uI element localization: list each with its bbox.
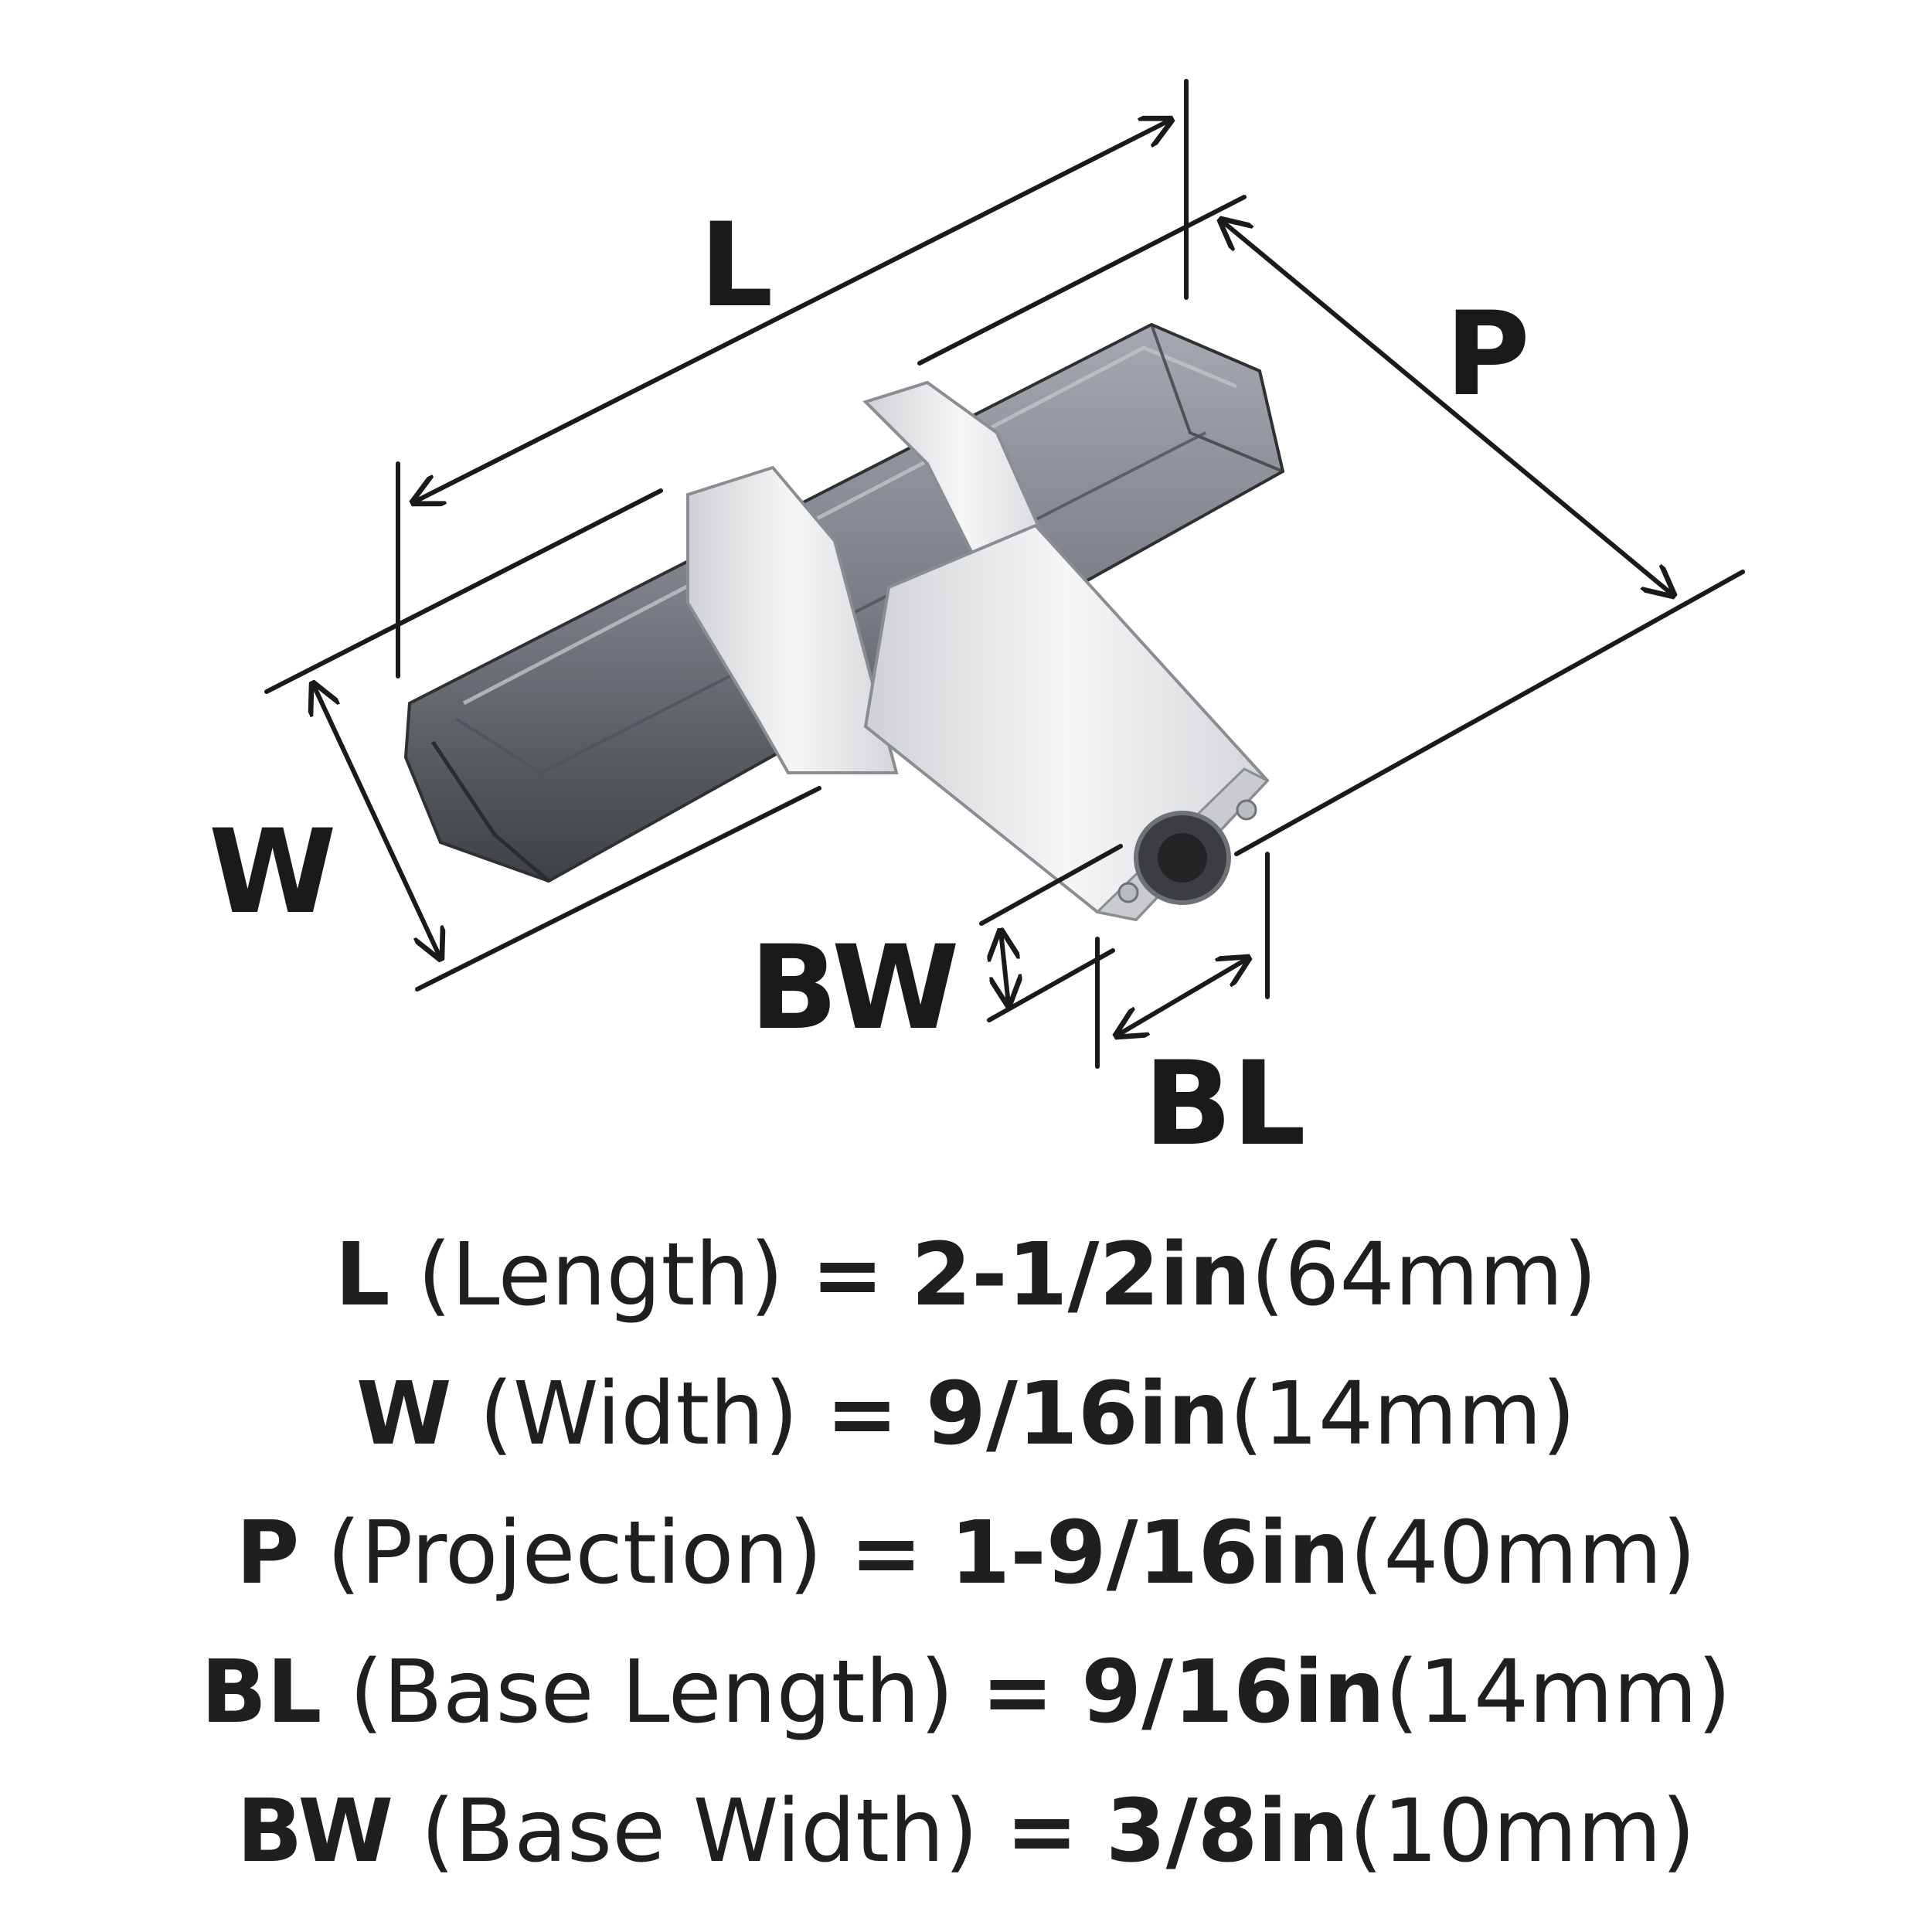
label-W: W [209, 805, 336, 940]
spec-row-length: L (Length) = 2-1/2in(64mm) [0, 1206, 1932, 1345]
spec-name: (Length) [417, 1225, 784, 1325]
spec-row-projection: P (Projection) = 1-9/16in(40mm) [0, 1484, 1932, 1623]
spec-metric: (40mm) [1349, 1503, 1696, 1604]
screw-icon [1117, 882, 1139, 903]
spec-row-base-length: BL (Base Length) = 9/16in(14mm) [0, 1623, 1932, 1762]
spec-metric: (14mm) [1385, 1642, 1732, 1743]
spec-equals: = [811, 1225, 884, 1325]
dimension-spec-list: L (Length) = 2-1/2in(64mm) W (Width) = 9… [0, 1206, 1932, 1901]
label-L: L [699, 199, 774, 333]
spec-equals: = [1005, 1781, 1079, 1882]
spec-value: 2-1/2in [911, 1225, 1251, 1325]
spec-equals: = [981, 1642, 1054, 1743]
spec-code: BL [200, 1642, 322, 1743]
spec-name: (Base Width) [420, 1781, 978, 1882]
spec-metric: (10mm) [1349, 1781, 1696, 1882]
spec-name: (Projection) [327, 1503, 823, 1604]
spec-metric: (14mm) [1229, 1364, 1576, 1464]
spec-name: (Base Length) [349, 1642, 954, 1743]
label-BW: BW [750, 921, 960, 1056]
spec-equals: = [825, 1364, 899, 1464]
label-BL: BL [1144, 1037, 1306, 1159]
spec-value: 1-9/16in [950, 1503, 1350, 1604]
spec-value: 3/8in [1105, 1781, 1349, 1882]
spec-code: L [335, 1225, 390, 1325]
spec-row-width: W (Width) = 9/16in(14mm) [0, 1345, 1932, 1484]
knob-post [863, 523, 1270, 922]
spec-metric: (64mm) [1250, 1225, 1597, 1325]
screw-icon [1236, 799, 1257, 821]
knob-dimension-diagram: L W P BW BL [209, 79, 1745, 1159]
spec-code: P [236, 1503, 300, 1604]
label-P: P [1445, 287, 1530, 422]
spec-value: 9/16in [926, 1364, 1230, 1464]
spec-value: 9/16in [1081, 1642, 1386, 1743]
spec-equals: = [849, 1503, 923, 1604]
dimension-lines [264, 79, 1745, 1069]
spec-code: W [356, 1364, 452, 1464]
spec-row-base-width: BW (Base Width) = 3/8in(10mm) [0, 1762, 1932, 1901]
spec-code: BW [236, 1781, 393, 1882]
spec-name: (Width) [479, 1364, 798, 1464]
